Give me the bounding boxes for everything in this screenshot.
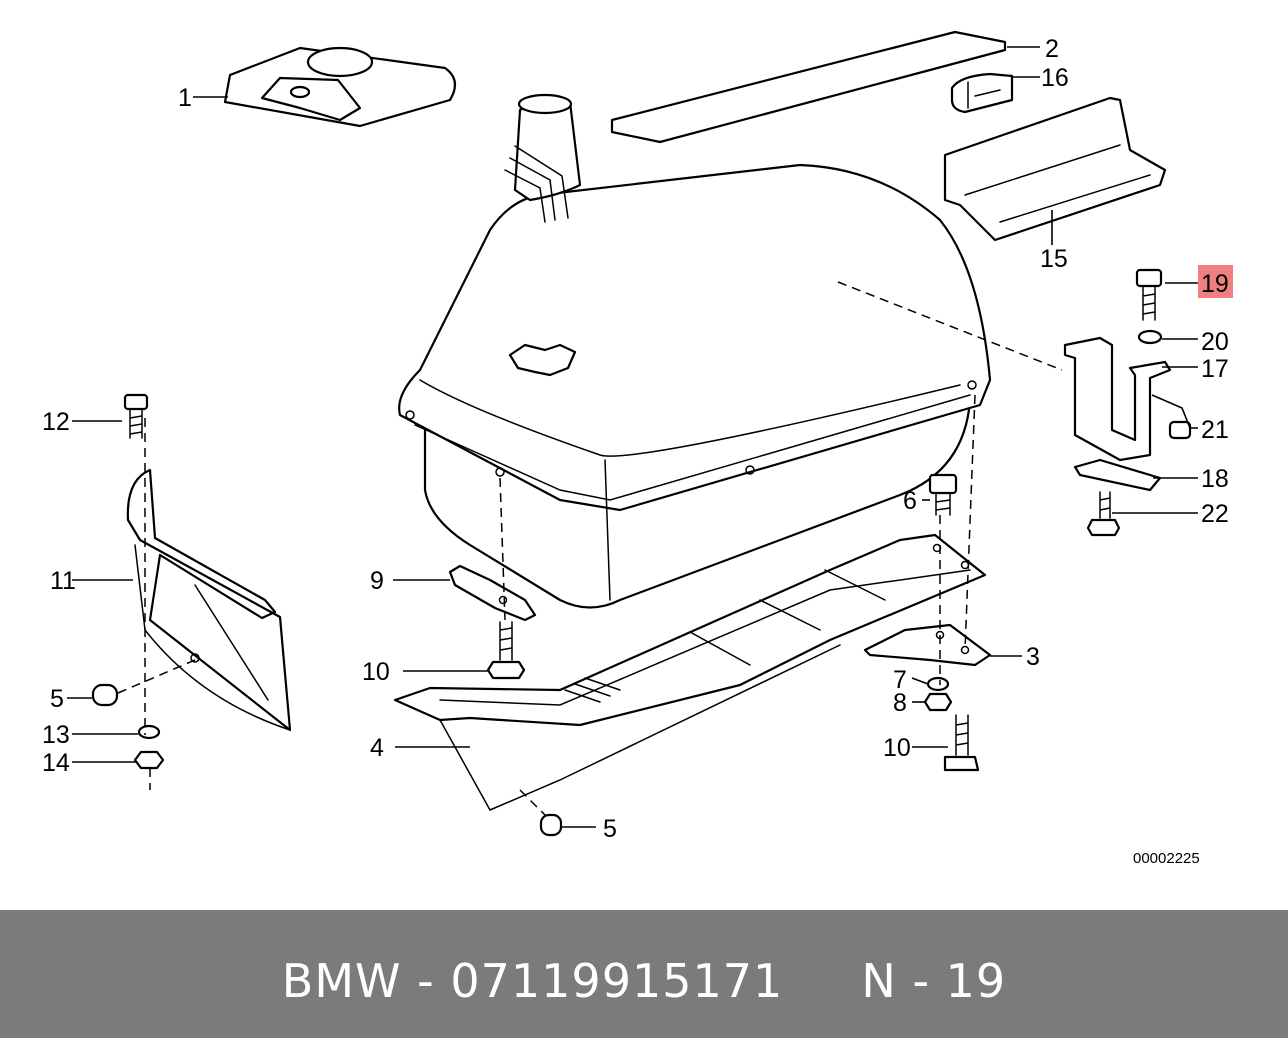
callout-10-right: 10 [883,734,911,762]
callout-labels: 1 2 16 15 19 20 17 21 18 22 12 11 5 13 1… [42,35,1229,867]
center-fasteners [486,621,563,837]
assembly-dash-lines [117,281,1151,816]
callout-19: 19 [1201,270,1229,298]
fuel-tank [398,93,992,609]
callout-18: 18 [1201,465,1229,493]
part-9-bracket [448,564,537,622]
callout-10-center: 10 [362,658,390,686]
part-1-filler-bracket [223,46,457,128]
callout-16: 16 [1041,64,1069,92]
callout-22: 22 [1201,500,1229,528]
left-fasteners [91,393,165,770]
fuel-tank-exploded-diagram: 1 2 16 15 19 20 17 21 18 22 12 11 5 13 1… [42,30,1233,867]
right-bracket-assembly [1063,268,1192,537]
part-4-skid-plate [393,533,987,811]
callout-17: 17 [1201,355,1229,383]
part-15-cover [943,96,1167,242]
callout-5-bottom: 5 [603,815,617,843]
callout-20: 20 [1201,328,1229,356]
callout-15: 15 [1040,245,1068,273]
callout-19-highlight [1198,265,1233,298]
callout-2: 2 [1045,35,1059,63]
part-3-bracket [863,623,992,667]
callout-21: 21 [1201,416,1229,444]
callout-14: 14 [42,749,70,777]
callout-5-left: 5 [50,685,64,713]
callout-9: 9 [370,567,384,595]
leader-lines [67,46,1200,828]
footer-caption: BMW - 07119915171 N - 19 [281,954,1007,1008]
callout-11: 11 [50,567,76,595]
callout-13: 13 [42,721,70,749]
part-16-clip [950,72,1014,114]
part-2-strip [610,30,1007,144]
reference-number: 00002225 [1133,850,1200,867]
callout-1: 1 [178,84,192,112]
footer-bar: BMW - 07119915171 N - 19 [0,910,1288,1038]
right-fasteners [923,473,980,772]
callout-7: 7 [893,666,907,694]
callout-12: 12 [42,408,70,436]
callout-4: 4 [370,734,384,762]
callout-8: 8 [893,689,907,717]
callout-3: 3 [1026,643,1040,671]
callout-6: 6 [903,487,917,515]
part-11-side-shield [126,468,292,732]
